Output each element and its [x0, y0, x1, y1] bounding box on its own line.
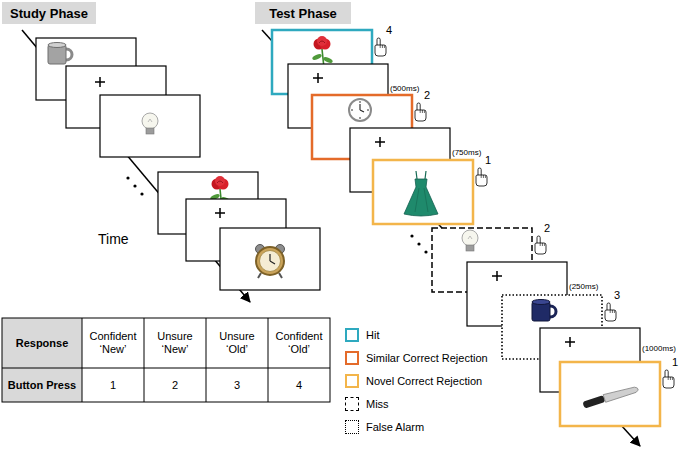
axis-label: Time	[98, 230, 148, 248]
table-cell: 1	[82, 368, 144, 402]
table-cell: 2	[144, 368, 206, 402]
legend-swatch	[345, 328, 359, 342]
duration-label: (1000ms)	[642, 344, 682, 354]
legend-label: Hit	[366, 327, 379, 343]
button-number: 1	[485, 154, 495, 166]
button-number: 2	[544, 222, 554, 234]
test-frame	[560, 362, 660, 426]
duration-label: (250ms)	[569, 282, 609, 292]
phase-header: Study Phase	[2, 2, 96, 24]
phase-title: Test Phase	[269, 6, 337, 21]
phase-title: Study Phase	[10, 6, 88, 21]
table-cell: 4	[268, 368, 330, 402]
hand-icon	[605, 303, 616, 321]
hand-icon	[663, 370, 674, 388]
hand-icon	[375, 38, 386, 56]
response-table	[2, 318, 330, 402]
hand-icon	[415, 103, 426, 121]
legend-swatch	[345, 420, 359, 434]
table-cell: Confident ‘New’	[82, 318, 144, 368]
legend-label: Similar Correct Rejection	[366, 350, 488, 366]
button-number: 4	[386, 24, 396, 36]
table-header: Button Press	[2, 368, 82, 402]
legend-label: False Alarm	[366, 419, 424, 435]
table-border	[2, 318, 330, 402]
legend-swatch	[345, 351, 359, 365]
table-grid	[2, 318, 330, 402]
hand-icon	[535, 236, 546, 254]
table-cell: Unsure ‘Old’	[206, 318, 268, 368]
legend-label: Novel Correct Rejection	[366, 373, 482, 389]
legend-swatch	[345, 397, 359, 411]
study-frame	[220, 228, 320, 290]
button-number: 3	[614, 289, 624, 301]
legend-swatch	[345, 374, 359, 388]
table-header: Response	[2, 318, 82, 368]
hand-icon	[476, 168, 487, 186]
button-number: 1	[672, 356, 682, 368]
legend-label: Miss	[366, 396, 389, 412]
table-header-fill	[2, 318, 82, 402]
table-cell: 3	[206, 368, 268, 402]
table-cell: Unsure ‘New’	[144, 318, 206, 368]
button-number: 2	[424, 89, 434, 101]
ellipsis-dots	[126, 176, 143, 195]
test-frame	[373, 160, 473, 224]
phase-header: Test Phase	[255, 2, 351, 24]
ellipsis-dots	[410, 234, 427, 253]
table-cell: Confident ‘Old’	[268, 318, 330, 368]
study-frame	[100, 95, 200, 157]
